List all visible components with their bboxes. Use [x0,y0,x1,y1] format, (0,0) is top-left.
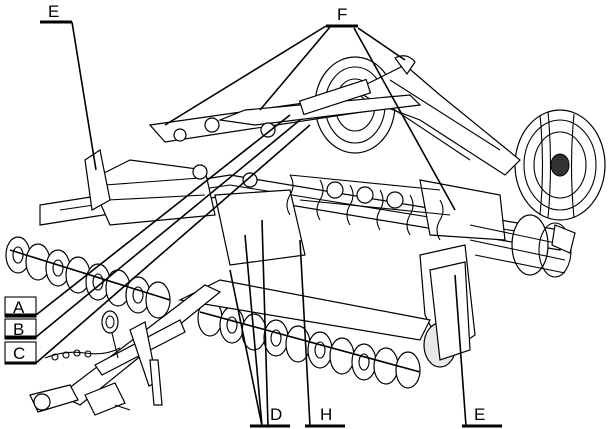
upper-frame [148,78,422,143]
label-e-bottom: E [474,405,485,424]
label-a: A [13,298,25,317]
rear-frame [353,55,521,176]
label-b: B [13,320,24,339]
label-h: H [320,405,332,424]
label-e-top: E [48,2,59,21]
drawbar [29,284,222,416]
spring-tines [192,164,444,241]
label-d: D [270,405,282,424]
label-f: F [337,5,347,24]
label-c: C [13,344,25,363]
rear-disc-gang [178,279,431,389]
main-chassis [39,159,561,266]
leader-lines [5,20,502,428]
callout-boxes [4,296,37,365]
front-disc-gang [5,236,171,319]
